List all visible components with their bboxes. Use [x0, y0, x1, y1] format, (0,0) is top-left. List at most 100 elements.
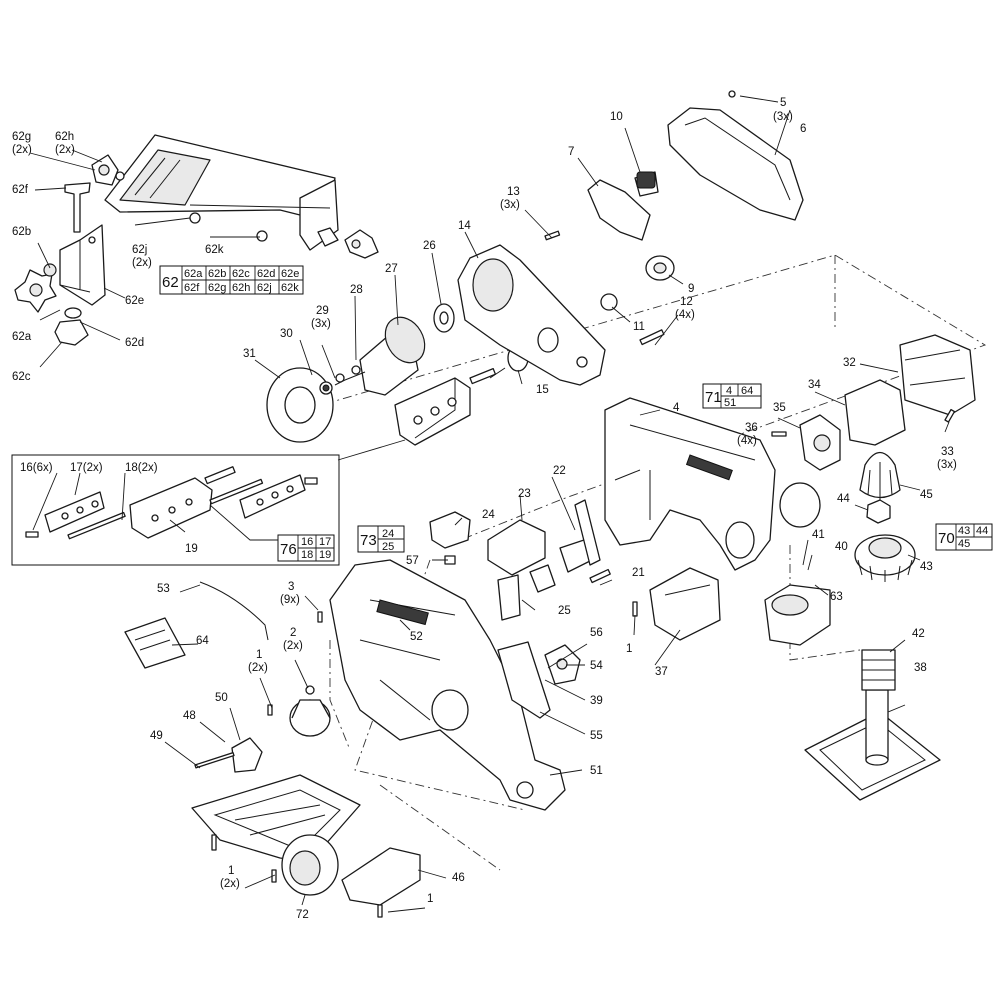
label-36: 36 [745, 422, 758, 434]
label-29: 29 [316, 305, 329, 317]
label-40: 40 [835, 541, 848, 553]
kit-table-62: 62 62a 62b 62c 62d 62e 62f 62g 62h 62j 6… [159, 265, 304, 295]
label-1-c-qty: (2x) [220, 878, 240, 890]
label-56: 56 [590, 627, 603, 639]
label-31: 31 [243, 348, 256, 360]
kit-table-73: 73 24 25 [357, 525, 405, 553]
kit-71-cell-1: 4 [726, 385, 732, 397]
kit-76-cell-3: 18 [301, 549, 313, 561]
label-38: 38 [914, 662, 927, 674]
label-18: 18(2x) [125, 462, 158, 474]
kit-71-cell-3: 51 [724, 397, 736, 409]
part-number-labels: 5 (3x) 6 10 7 62g (2x) 62h (2x) 62f 62b … [12, 97, 957, 921]
label-72: 72 [296, 909, 309, 921]
label-44: 44 [837, 493, 850, 505]
label-51: 51 [590, 765, 603, 777]
label-13: 13 [507, 186, 520, 198]
label-62c: 62c [12, 371, 31, 383]
label-1-c: 1 [228, 865, 234, 877]
kit-62-cell-5: 62e [281, 268, 299, 280]
label-15: 15 [536, 384, 549, 396]
label-35: 35 [773, 402, 786, 414]
label-1-d: 1 [427, 893, 433, 905]
kit-70-cell-1: 43 [958, 525, 970, 537]
kit-70-cell-3: 45 [958, 538, 970, 550]
saw-blade-part [266, 367, 334, 443]
label-45: 45 [920, 489, 933, 501]
label-26: 26 [423, 240, 436, 252]
label-57: 57 [406, 555, 419, 567]
kit-76-number: 76 [280, 541, 297, 558]
kit-62-cell-7: 62g [208, 282, 226, 294]
kit-62-cell-1: 62a [184, 268, 203, 280]
label-48: 48 [183, 710, 196, 722]
handle-housing-part [329, 559, 566, 811]
kit-62-cell-6: 62f [184, 282, 200, 294]
leader-lines [29, 95, 950, 913]
label-37: 37 [655, 666, 668, 678]
label-62h: 62h [55, 131, 74, 143]
gear-housing-part [457, 244, 606, 386]
label-34: 34 [808, 379, 821, 391]
kit-62-cell-3: 62c [232, 268, 250, 280]
main-housing-part [604, 397, 821, 571]
label-16: 16(6x) [20, 462, 53, 474]
wrench-and-label-parts [124, 581, 331, 737]
cutter-head-part [394, 367, 497, 446]
small-knob-parts [43, 154, 379, 346]
label-62k: 62k [205, 244, 224, 256]
label-62e: 62e [125, 295, 144, 307]
kit-76-cell-4: 19 [319, 549, 331, 561]
label-42: 42 [912, 628, 925, 640]
label-39: 39 [590, 695, 603, 707]
label-9: 9 [688, 283, 694, 295]
knob-and-nut-parts [854, 451, 916, 582]
label-1-a: 1 [626, 643, 632, 655]
label-33: 33 [941, 446, 954, 458]
label-14: 14 [458, 220, 471, 232]
label-52: 52 [410, 631, 423, 643]
label-46: 46 [452, 872, 465, 884]
label-29-qty: (3x) [311, 318, 331, 330]
label-62h-qty: (2x) [55, 144, 75, 156]
kit-70-number: 70 [938, 530, 955, 547]
label-64: 64 [196, 635, 209, 647]
fence-bracket-part [59, 224, 106, 306]
label-25: 25 [558, 605, 571, 617]
label-5-qty: (3x) [773, 111, 793, 123]
label-1-b: 1 [256, 649, 262, 661]
assembly-lines [269, 254, 987, 871]
belt-cover-parts [544, 90, 804, 346]
kit-62-cell-9: 62j [257, 282, 272, 294]
label-5: 5 [780, 97, 786, 109]
label-17: 17(2x) [70, 462, 103, 474]
kit-76-cell-2: 17 [319, 536, 331, 548]
switch-parts [429, 499, 611, 621]
label-13-qty: (3x) [500, 199, 520, 211]
label-55: 55 [590, 730, 603, 742]
kit-76-cell-1: 16 [301, 536, 313, 548]
label-62b: 62b [12, 226, 31, 238]
label-6: 6 [800, 123, 806, 135]
kit-table-71: 71 4 64 51 [702, 383, 762, 409]
blade-kit-inset [11, 439, 406, 566]
label-49: 49 [150, 730, 163, 742]
kit-70-cell-2: 44 [976, 525, 988, 537]
label-3: 3 [288, 581, 294, 593]
label-62f: 62f [12, 184, 29, 196]
shoe-base-parts [191, 737, 421, 918]
kit-71-cell-2: 64 [741, 385, 753, 397]
kit-table-76: 76 16 17 18 19 [209, 504, 335, 562]
fence-guide-part [104, 134, 339, 251]
label-54: 54 [590, 660, 603, 672]
label-41: 41 [812, 529, 825, 541]
kit-73-number: 73 [360, 532, 377, 549]
kit-71-number: 71 [705, 389, 722, 406]
dust-chute-part [632, 567, 721, 641]
label-62a: 62a [12, 331, 32, 343]
label-19: 19 [185, 543, 198, 555]
label-12-qty: (4x) [675, 309, 695, 321]
label-63: 63 [830, 591, 843, 603]
